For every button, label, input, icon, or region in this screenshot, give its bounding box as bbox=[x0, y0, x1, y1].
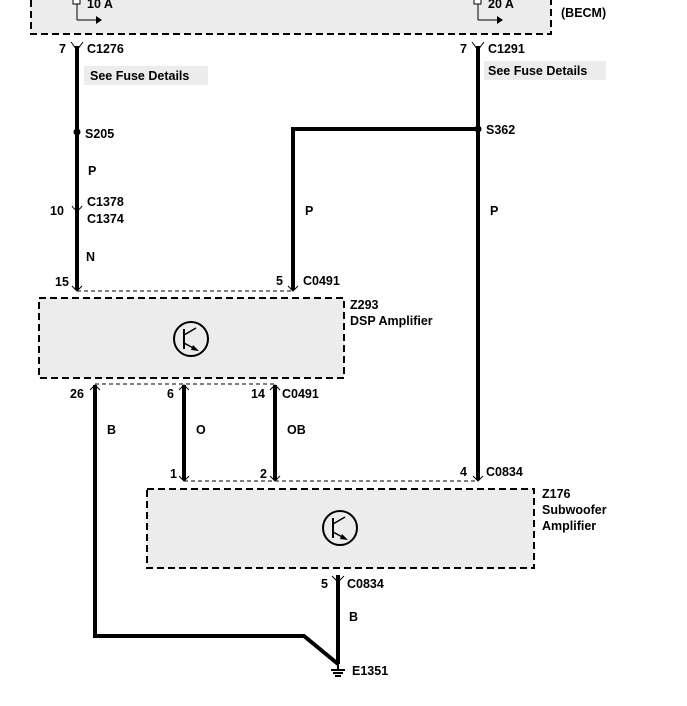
inline-connector-mark bbox=[71, 205, 83, 211]
sub-ground-wire-color: B bbox=[349, 610, 358, 624]
becm-module: (BECM) 10 A 20 A bbox=[30, 0, 606, 35]
becm-box bbox=[30, 0, 552, 35]
inline-connector-2: C1374 bbox=[87, 212, 124, 226]
left-wire-color-lower: N bbox=[86, 250, 95, 264]
ground-e1351: E1351 bbox=[331, 664, 388, 678]
right-feed-connector: C1291 bbox=[488, 42, 525, 56]
dsp-bottom-pin-2: 6 bbox=[167, 387, 174, 401]
left-wire-color-upper: P bbox=[88, 164, 96, 178]
dsp-amp-name: DSP Amplifier bbox=[350, 314, 433, 328]
right-feed-pin: 7 bbox=[460, 42, 467, 56]
sub-top-pin-4: 4 bbox=[460, 465, 467, 479]
dsp-top-pin-right: 5 bbox=[276, 274, 283, 288]
right-main-wire-color: P bbox=[490, 204, 498, 218]
sub-top-pin-2: 2 bbox=[260, 467, 267, 481]
fuse-right-rating: 20 A bbox=[488, 0, 514, 11]
subwoofer-amplifier: 1 2 4 C0834 Z176 Subwoofer Amplifier 5 C… bbox=[146, 465, 607, 664]
left-feed-wire: 7 C1276 See Fuse Details S205 P 10 C1378… bbox=[50, 41, 208, 290]
right-fuse-note-bg bbox=[484, 61, 606, 80]
wire-b-to-ground bbox=[93, 385, 340, 666]
sub-bottom-connector: C0834 bbox=[347, 577, 384, 591]
dsp-top-pin-left: 15 bbox=[55, 275, 69, 289]
wire-b-color: B bbox=[107, 423, 116, 437]
becm-label: (BECM) bbox=[561, 6, 606, 20]
connector-c1276-mark bbox=[70, 41, 84, 51]
transistor-icon bbox=[322, 510, 358, 546]
fuse-left-rating: 10 A bbox=[87, 0, 113, 11]
right-fuse-note[interactable]: See Fuse Details bbox=[488, 64, 587, 78]
right-feed-wire: 7 C1291 See Fuse Details S362 P P bbox=[291, 41, 606, 480]
ground-label: E1351 bbox=[352, 664, 388, 678]
splice-s362-label: S362 bbox=[486, 123, 515, 137]
sub-top-connector: C0834 bbox=[486, 465, 523, 479]
s362-branch-line bbox=[291, 127, 478, 290]
fuse-right: 20 A bbox=[473, 0, 514, 24]
sub-amp-name-1: Subwoofer bbox=[542, 503, 607, 517]
connector-c1291-mark bbox=[471, 41, 485, 51]
sub-bottom-pin: 5 bbox=[321, 577, 328, 591]
left-feed-connector: C1276 bbox=[87, 42, 124, 56]
sub-top-pin-1: 1 bbox=[170, 467, 177, 481]
left-fuse-note-bg bbox=[84, 66, 208, 85]
dsp-bottom-connector: C0491 bbox=[282, 387, 319, 401]
subwoofer-amplifier-box bbox=[146, 488, 535, 569]
splice-s205-label: S205 bbox=[85, 127, 114, 141]
transistor-icon bbox=[173, 321, 209, 357]
splice-s205-dot bbox=[73, 128, 81, 136]
left-fuse-note[interactable]: See Fuse Details bbox=[90, 69, 189, 83]
dsp-bottom-pin-1: 26 bbox=[70, 387, 84, 401]
inline-connector-1: C1378 bbox=[87, 195, 124, 209]
left-feed-pin: 7 bbox=[59, 42, 66, 56]
wire-o-color: O bbox=[196, 423, 206, 437]
dsp-output-wires: B O OB bbox=[89, 384, 340, 666]
sub-amp-id: Z176 bbox=[542, 487, 571, 501]
right-branch-wire-color: P bbox=[305, 204, 313, 218]
dsp-amplifier-box bbox=[38, 297, 345, 379]
dsp-amplifier: 15 5 C0491 Z293 DSP Amplifier 26 6 14 C0… bbox=[38, 274, 433, 401]
sub-amp-name-2: Amplifier bbox=[542, 519, 596, 533]
inline-pin: 10 bbox=[50, 204, 64, 218]
fuse-left: 10 A bbox=[72, 0, 113, 24]
dsp-amp-id: Z293 bbox=[350, 298, 379, 312]
ground-icon bbox=[331, 664, 345, 677]
dsp-top-connector: C0491 bbox=[303, 274, 340, 288]
wire-ob-color: OB bbox=[287, 423, 306, 437]
dsp-bottom-pin-3: 14 bbox=[251, 387, 265, 401]
